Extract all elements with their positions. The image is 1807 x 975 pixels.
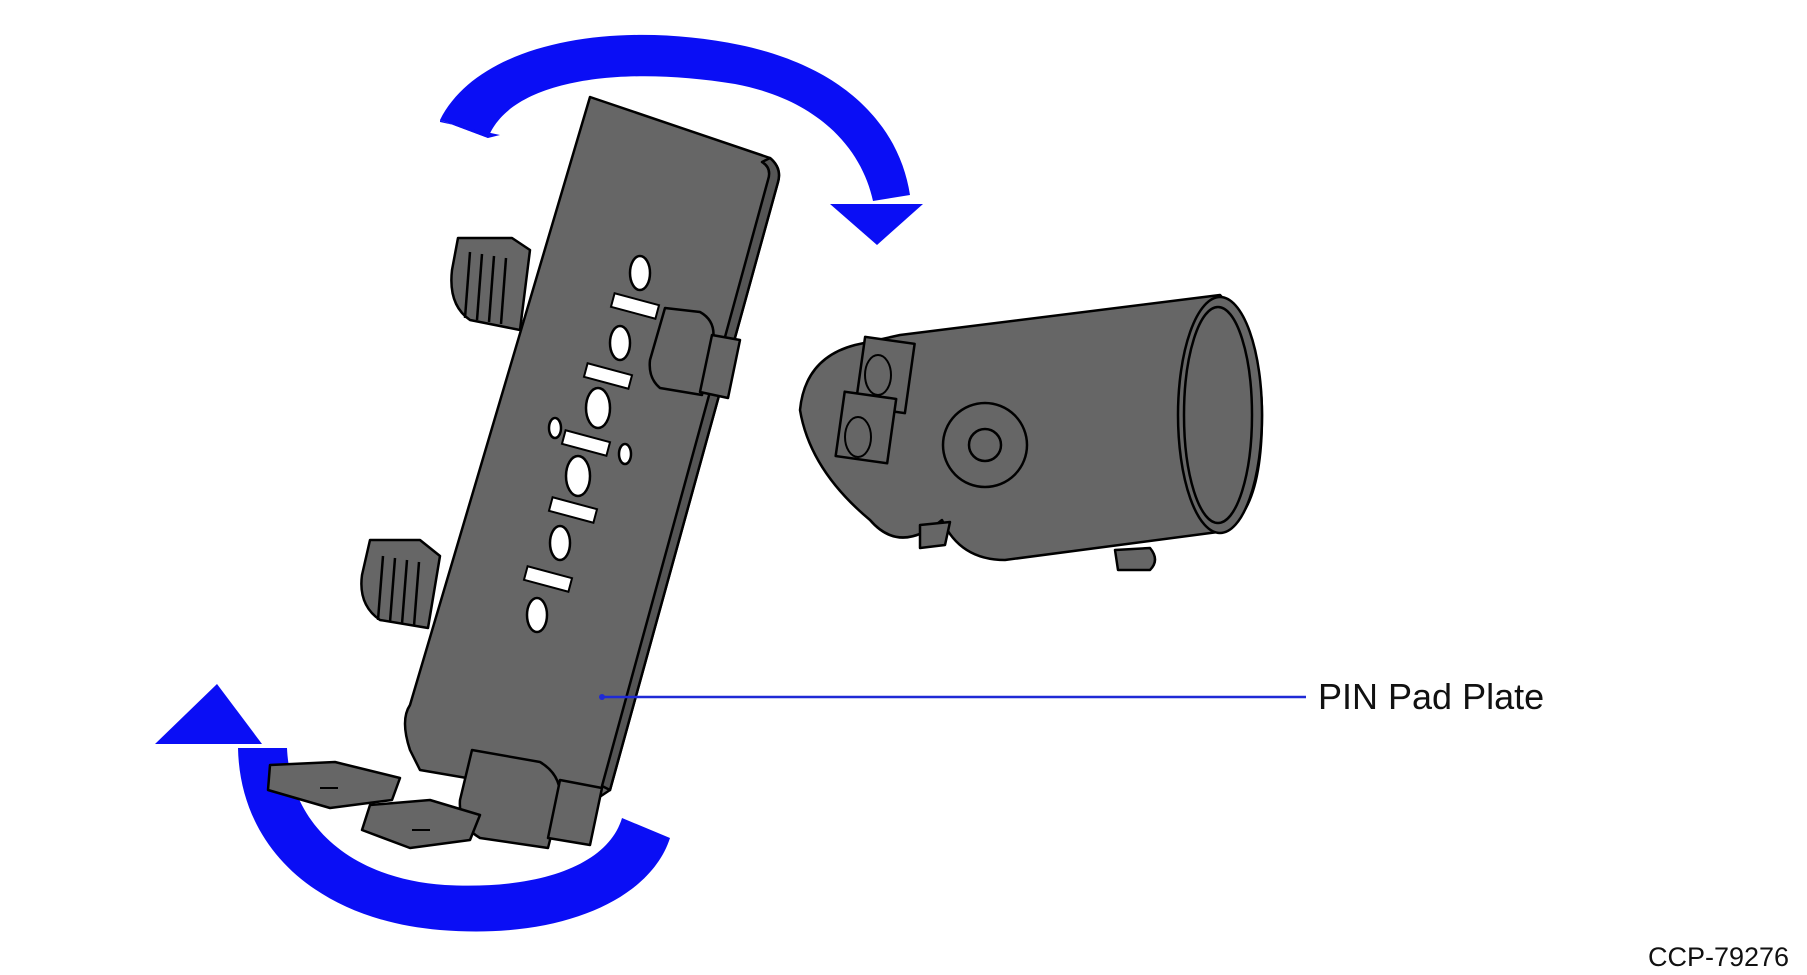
rotation-arrow-top-tail: [440, 120, 500, 138]
figure-id: CCP-79276: [1648, 942, 1790, 972]
pin-pad-plate: [266, 95, 781, 850]
swivel-mount: [798, 293, 1264, 572]
pin-pad-plate-label: PIN Pad Plate: [1318, 676, 1545, 717]
rotation-arrow-bottom: [238, 748, 670, 932]
callout-leader-dot: [599, 694, 605, 700]
rotation-arrow-top: [440, 34, 910, 202]
rotation-arrow-top-head: [830, 204, 923, 245]
rotation-arrow-bottom-head: [155, 684, 262, 744]
